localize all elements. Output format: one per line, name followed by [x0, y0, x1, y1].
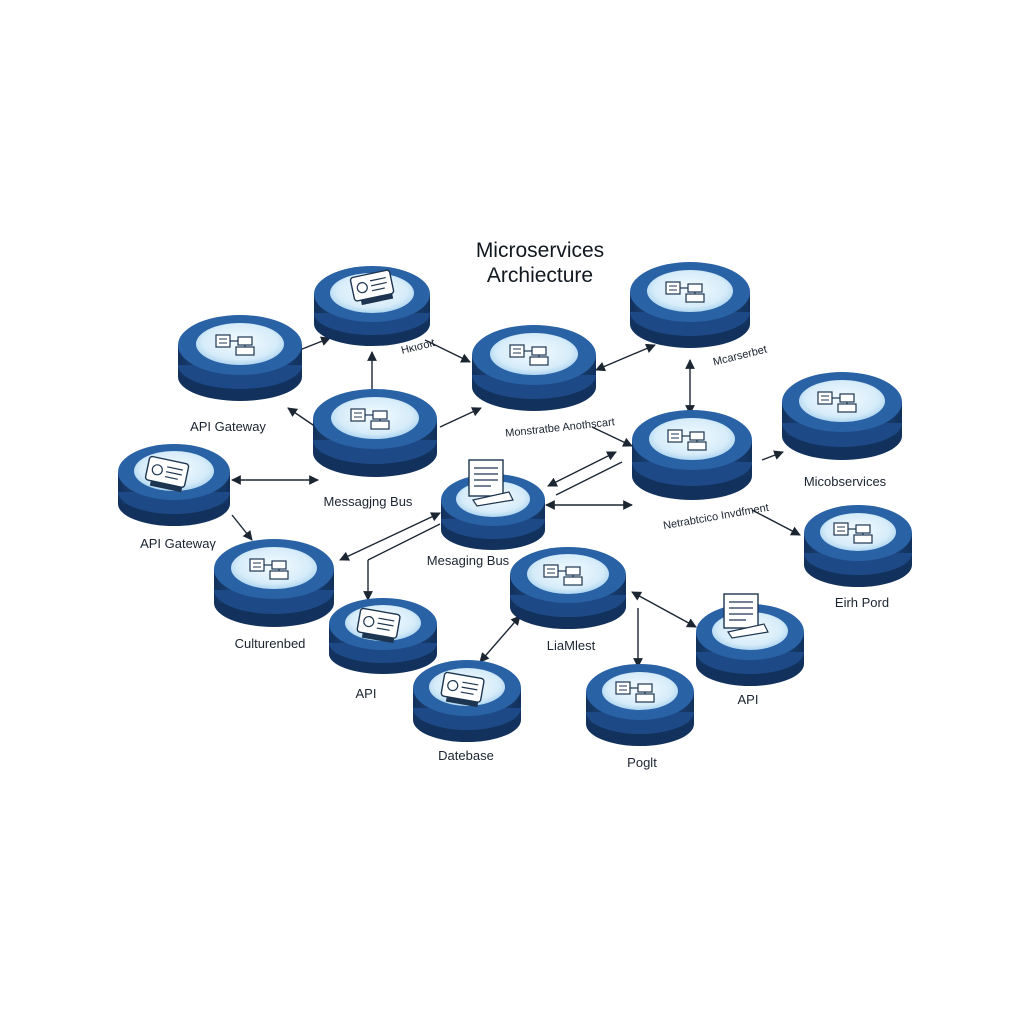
- connector-arrow: [339, 512, 441, 561]
- label-liamlest: LiaMlest: [546, 638, 596, 653]
- service-node[interactable]: [313, 389, 437, 477]
- server-icon: [249, 558, 289, 580]
- label-messaging-bus-center: Mesaging Bus: [426, 553, 510, 568]
- title-line-2: Archiecture: [486, 264, 594, 287]
- connector-arrow: [479, 615, 521, 663]
- label-poglt: Poglt: [627, 755, 657, 770]
- connector-arrow: [761, 450, 784, 461]
- server-icon: [817, 391, 857, 413]
- node-group: [118, 262, 912, 746]
- service-node[interactable]: [586, 664, 694, 746]
- service-node[interactable]: [632, 410, 752, 500]
- label-database: Datebase: [438, 748, 494, 763]
- connector-arrow: [591, 426, 633, 447]
- connector-arrow: [631, 591, 697, 628]
- document-icon: [440, 671, 485, 708]
- service-node[interactable]: [413, 660, 521, 742]
- connector-group: [231, 336, 801, 668]
- connector-arrow: [547, 451, 617, 487]
- connector-arrow: [424, 339, 471, 363]
- connector-arrow: [751, 509, 801, 536]
- label-api-gateway-left: API Gatewaγ: [140, 536, 216, 551]
- page-icon: [723, 593, 769, 639]
- connector-arrow: [595, 343, 656, 372]
- server-icon: [615, 681, 655, 703]
- label-messaging-bus-upper: Messagjng Bus: [323, 494, 413, 509]
- connector-arrow: [555, 461, 623, 496]
- label-api-lower-right: API: [737, 692, 759, 707]
- server-icon: [350, 408, 390, 430]
- label-eirh-pord: Eirh Pord: [834, 595, 890, 610]
- server-icon: [543, 564, 583, 586]
- service-node[interactable]: [118, 444, 230, 526]
- title-line-1: Microservices: [475, 239, 605, 262]
- service-node[interactable]: [782, 372, 902, 460]
- service-node[interactable]: [441, 459, 545, 550]
- service-node[interactable]: [472, 325, 596, 411]
- service-node[interactable]: [804, 505, 912, 587]
- label-microservices: Micobservices: [803, 474, 887, 489]
- connector-arrow: [231, 514, 253, 541]
- document-icon: [144, 455, 190, 493]
- server-icon: [509, 344, 549, 366]
- service-node[interactable]: [214, 539, 334, 627]
- service-node[interactable]: [696, 593, 804, 686]
- connector-arrow: [439, 407, 482, 428]
- server-icon: [215, 334, 255, 356]
- service-node[interactable]: [510, 547, 626, 629]
- document-icon: [349, 269, 395, 306]
- service-node[interactable]: [329, 598, 437, 674]
- connector-arrow: [367, 523, 441, 561]
- service-node[interactable]: [314, 266, 430, 346]
- server-icon: [833, 522, 873, 544]
- page-icon: [468, 459, 514, 507]
- label-culturenbed: Culturenbed: [234, 636, 306, 651]
- server-icon: [665, 281, 705, 303]
- service-node[interactable]: [178, 315, 302, 401]
- document-icon: [356, 607, 401, 644]
- service-node[interactable]: [630, 262, 750, 348]
- label-api-lower-left: API: [355, 686, 377, 701]
- server-icon: [667, 429, 707, 451]
- diagram-title: Microservices Archiecture: [440, 238, 640, 288]
- connector-arrow: [287, 407, 317, 428]
- label-api-gateway-top: API Gateway: [190, 419, 266, 434]
